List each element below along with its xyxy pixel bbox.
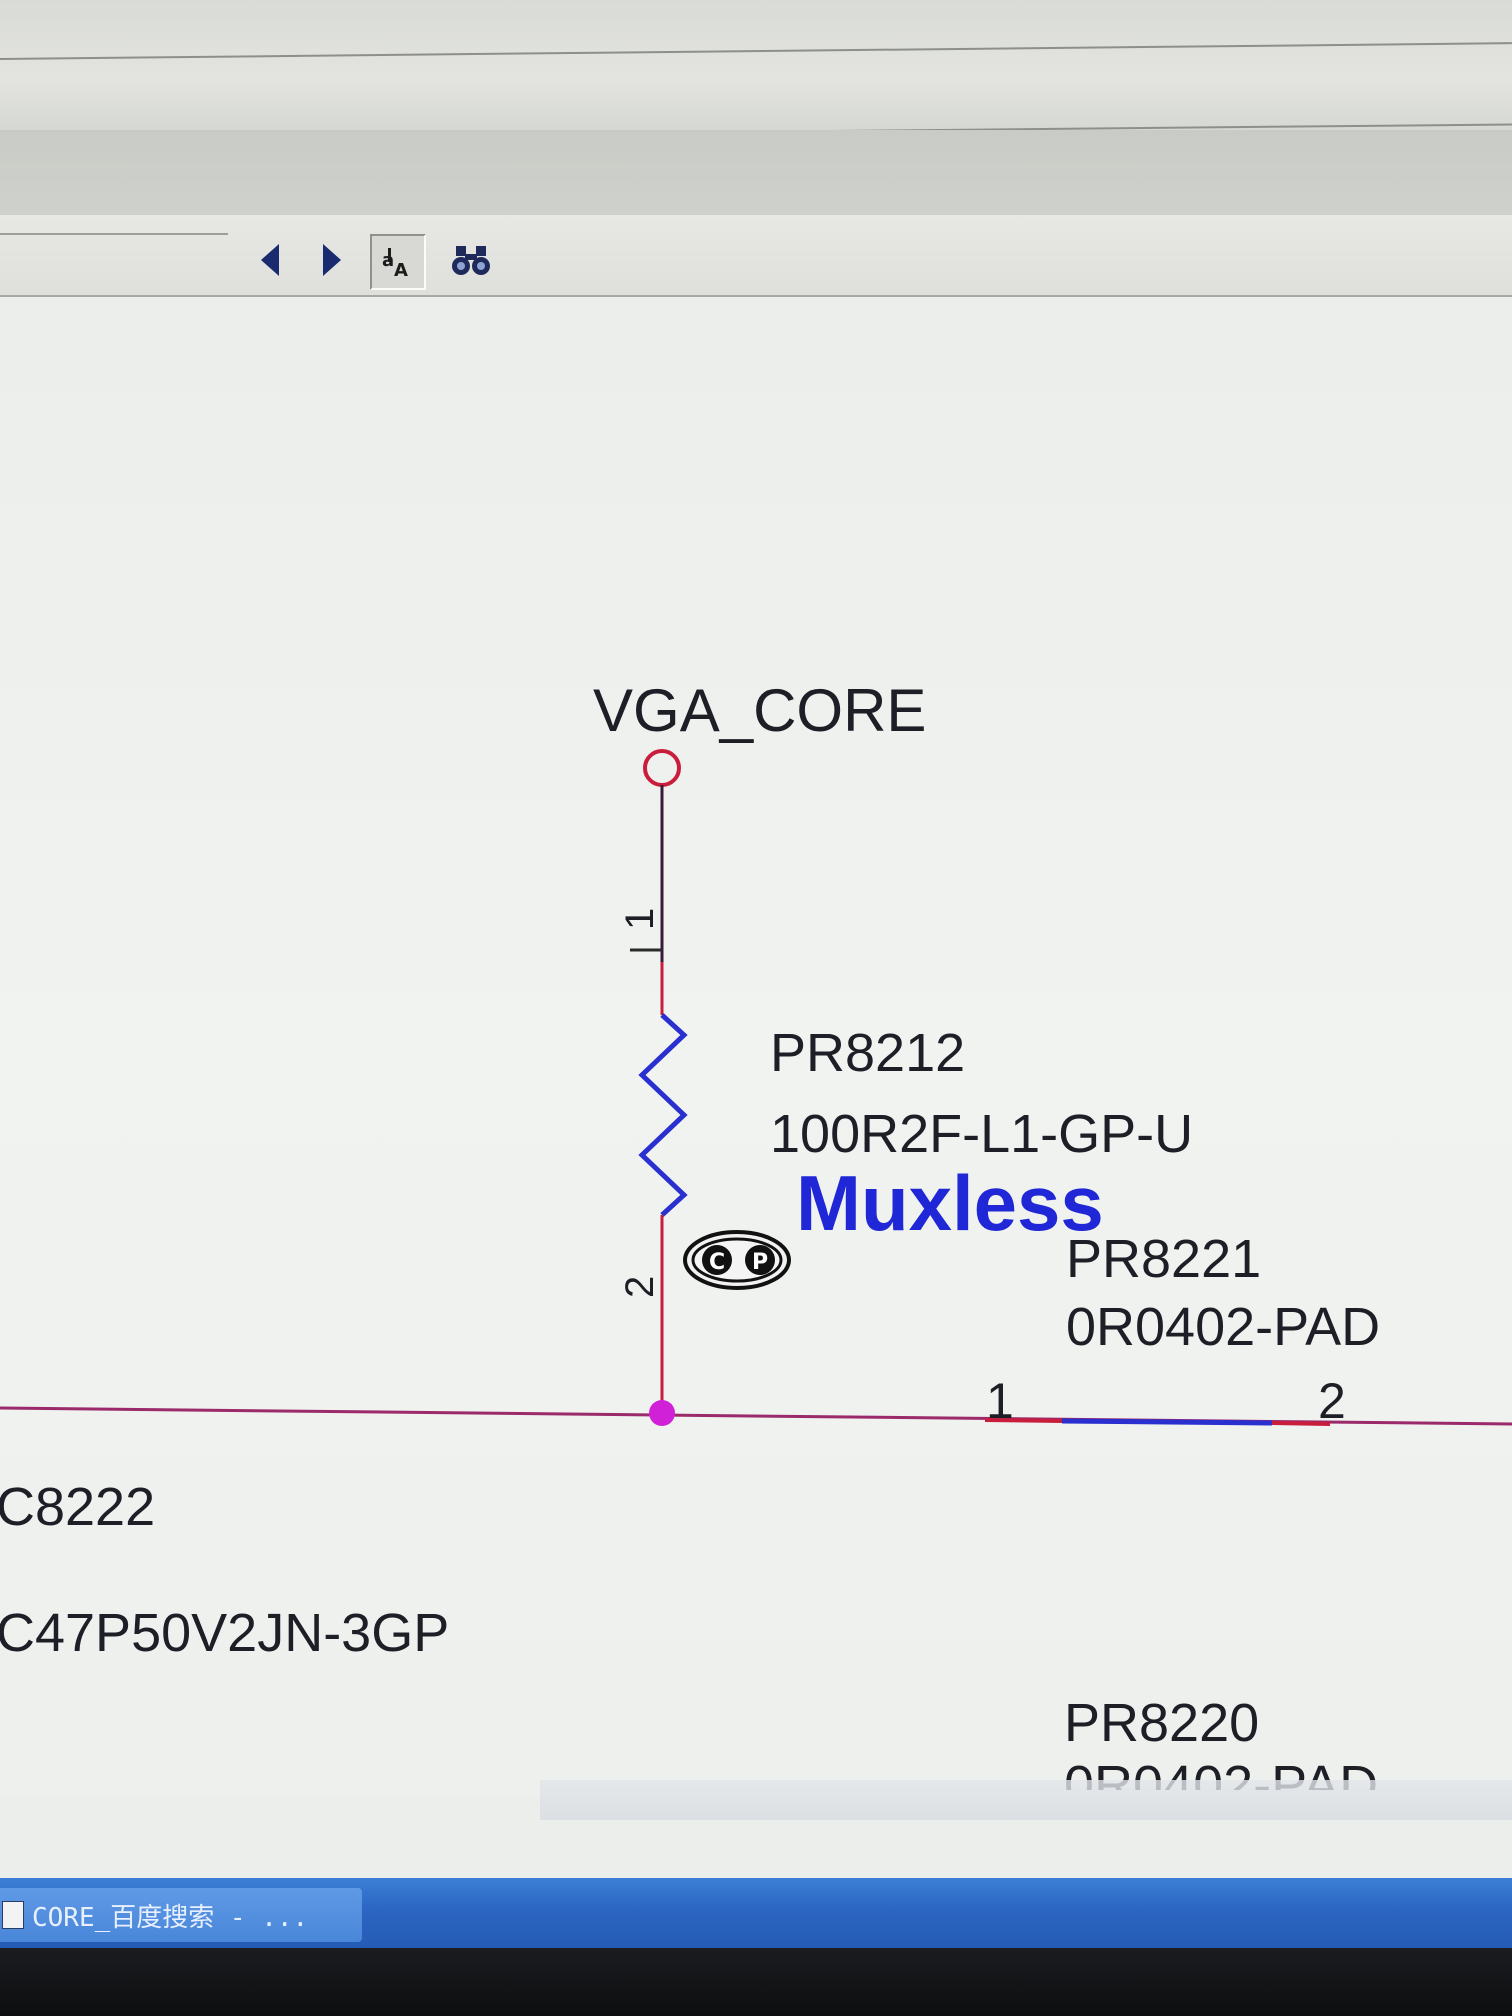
variant-label[interactable]: Muxless (796, 1159, 1104, 1247)
pad-lead (984, 1418, 1063, 1423)
find-text-button[interactable]: a A (370, 234, 426, 290)
triangle-left-icon (261, 244, 279, 276)
monitor-bezel (0, 1948, 1512, 2016)
svg-text:C: C (709, 1250, 725, 1275)
capacitor-part-number[interactable]: C47P50V2JN-3GP (0, 1603, 450, 1663)
menu-bar (0, 130, 1512, 217)
pad-lead (1271, 1421, 1331, 1426)
toolbar (0, 215, 1512, 297)
svg-text:A: A (394, 260, 408, 280)
cp-marker-icon: C P (683, 1230, 791, 1290)
search-button[interactable] (446, 234, 498, 286)
document-icon (2, 1901, 24, 1929)
power-port-symbol (643, 749, 681, 787)
resistor-pin1-number: 1 (618, 907, 662, 930)
schematic-canvas[interactable] (0, 297, 1512, 1797)
svg-text:P: P (752, 1250, 768, 1275)
net-label[interactable]: VGA_CORE (593, 677, 927, 744)
binoculars-icon (452, 246, 490, 275)
taskbar-item-label: CORE_百度搜索 - ... (32, 1902, 309, 1933)
search-input[interactable] (0, 230, 228, 235)
taskbar-item[interactable]: CORE_百度搜索 - ... (0, 1888, 362, 1942)
resistor-pin2-number: 2 (618, 1275, 662, 1298)
next-button[interactable] (306, 234, 358, 286)
window-title-area (0, 0, 1512, 130)
pad-top-part-number[interactable]: 0R0402-PAD (1066, 1297, 1381, 1357)
pad-body (1061, 1418, 1273, 1426)
junction-dot (649, 1400, 675, 1426)
text-find-icon: a A (382, 248, 408, 280)
resistor-symbol (638, 1013, 688, 1217)
triangle-right-icon (323, 244, 341, 276)
previous-button[interactable] (244, 234, 296, 286)
capacitor-refdes[interactable]: C8222 (0, 1477, 156, 1537)
resistor-part-number[interactable]: 100R2F-L1-GP-U (770, 1104, 1194, 1164)
pad-top-refdes[interactable]: PR8221 (1066, 1229, 1262, 1289)
resistor-refdes[interactable]: PR8212 (770, 1023, 966, 1083)
pad-bottom-refdes[interactable]: PR8220 (1064, 1693, 1260, 1753)
pad-top-pin2-number: 2 (1318, 1373, 1346, 1429)
horizontal-scrollbar[interactable] (540, 1780, 1512, 1820)
pad-top-pin1-number: 1 (986, 1373, 1014, 1429)
